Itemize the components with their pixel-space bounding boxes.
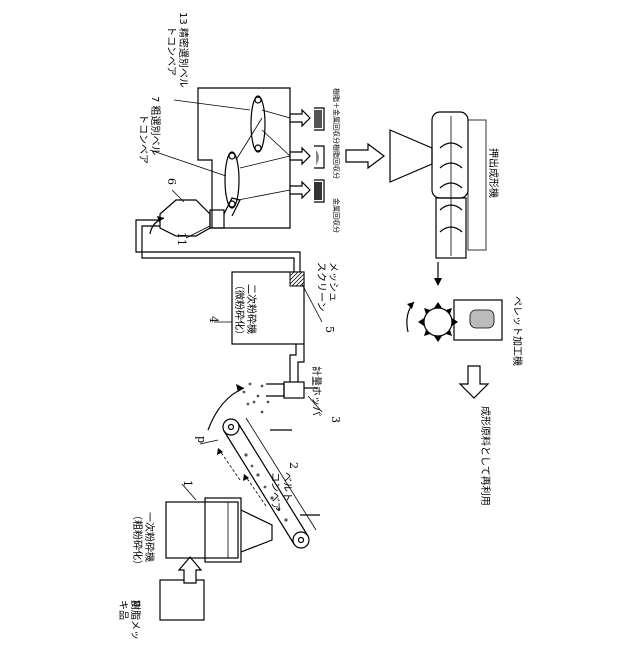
reuse-label: 成形原料として再利用 xyxy=(479,406,492,506)
feed-arrow xyxy=(179,557,201,583)
belt-pulley-bottom-hub xyxy=(299,538,304,543)
primary-crusher-chute xyxy=(241,510,272,552)
num-5: 5 xyxy=(323,326,336,333)
primary-crusher-label: 一次粉砕機 xyxy=(143,512,156,562)
arrow-to-reuse xyxy=(460,366,488,398)
resin-fraction-label: 樹脂回収分 xyxy=(332,144,341,179)
belt-pulley-top-hub xyxy=(229,425,234,430)
coarse-belt-pulley-bottom xyxy=(229,201,235,207)
coarse-belt-label: 7 粗選別ベル xyxy=(149,96,162,156)
arrow-resin xyxy=(290,148,310,164)
bin-resin-fill xyxy=(316,150,319,165)
num-1: 1 xyxy=(181,480,194,487)
resin-metal-fraction-label: 樹脂＋金属回収分 xyxy=(332,88,341,144)
coarse-belt-label-2: トコンベア xyxy=(137,114,149,164)
belt-conveyor-label-2: コンベア xyxy=(269,472,281,512)
arrow-resin-metal xyxy=(290,110,310,126)
pipe-hopper-to-crusher xyxy=(298,344,304,382)
resin-metal-product-label-2: キ品 xyxy=(117,600,129,620)
pipe-hopper-to-crusher-2 xyxy=(290,344,296,382)
belt-frame xyxy=(246,418,316,530)
pellet-cutter xyxy=(424,308,452,336)
bin-resin-metal-fill xyxy=(314,110,322,128)
bin-metal-fill xyxy=(314,182,322,200)
secondary-crusher-label: 二次粉砕機 xyxy=(245,284,258,334)
pipe-crusher-to-cyclone-inner xyxy=(142,226,294,272)
num-2: 2 xyxy=(287,462,300,469)
fine-belt-label: 13 精密選別ベル xyxy=(177,12,190,88)
hopper-falling-particles xyxy=(243,383,270,414)
extrudate-arrowhead xyxy=(434,278,442,286)
num-3: 3 xyxy=(329,416,342,423)
metal-fraction-label: 金属回収分 xyxy=(332,198,341,233)
coarse-belt-pulley-top xyxy=(229,153,235,159)
weighing-hopper-funnel xyxy=(266,384,284,396)
primary-crusher-label-2: （粗粉砕化） xyxy=(131,510,144,570)
fine-belt-pulley-top xyxy=(255,97,261,103)
sorting-trajectories xyxy=(236,110,290,200)
belt-conveyor-label: ベルト xyxy=(281,472,293,502)
p-input-label: p xyxy=(131,600,144,607)
pellet-collector-fill xyxy=(470,310,494,328)
mesh-screen-label: メッシュ xyxy=(327,262,338,302)
cyclone xyxy=(160,200,210,236)
primary-crusher-body xyxy=(166,502,238,558)
primary-crusher-top xyxy=(205,498,241,562)
fine-belt-label-2: トコンベア xyxy=(165,26,177,76)
leader-11 xyxy=(186,226,210,238)
num-6: 6 xyxy=(165,178,178,185)
extruder-barrel-head xyxy=(432,112,468,198)
leader-7 xyxy=(150,150,226,176)
p-belt-label: p xyxy=(195,436,208,443)
fine-belt-pulley-bottom xyxy=(255,145,261,151)
bin-resin xyxy=(314,146,324,168)
coarse-belt xyxy=(225,152,239,208)
extruder-label: 押出成形機 xyxy=(487,148,500,198)
extruder-hopper xyxy=(390,130,432,182)
arrow-to-extruder xyxy=(346,144,384,168)
arrow-metal xyxy=(290,182,310,198)
pellet-machine-label: ペレット加工機 xyxy=(511,296,524,366)
resin-metal-product-box xyxy=(160,580,204,620)
weighing-hopper-box xyxy=(284,382,304,398)
weighing-hopper-label: 計量ホッパ xyxy=(310,366,323,416)
num-11: 11 xyxy=(175,232,188,246)
pellet-cutter-blades xyxy=(418,302,458,342)
mesh-screen-label-2: スクリーン xyxy=(315,262,327,312)
leader-13 xyxy=(174,100,250,110)
secondary-crusher-label-2: （微粉砕化） xyxy=(233,280,246,340)
extruder-frame xyxy=(468,120,486,250)
